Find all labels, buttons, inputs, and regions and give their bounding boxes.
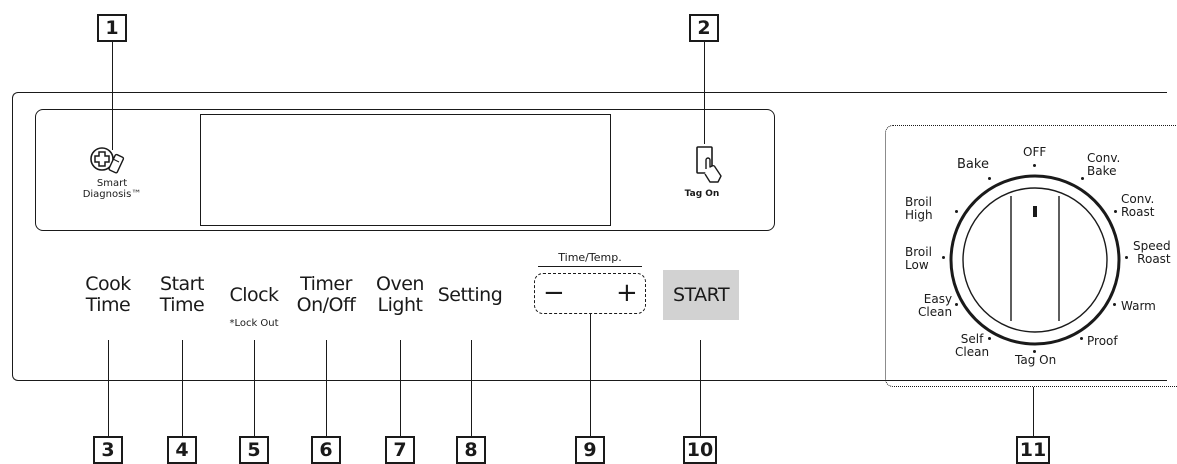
lock-out-label: *Lock Out <box>229 318 279 329</box>
cook-time-button[interactable]: Cook Time <box>85 273 131 316</box>
smart-diagnosis-label: Smart Diagnosis™ <box>82 178 142 200</box>
display-screen <box>200 114 611 226</box>
dial-dot-conv-roast <box>1114 210 1117 213</box>
dial-label-speed-roast: Speed Roast <box>1133 239 1171 266</box>
leader-line-9 <box>590 314 591 437</box>
dial-label-off: OFF <box>1023 145 1047 159</box>
dial-label-warm: Warm <box>1121 299 1156 313</box>
leader-line-6 <box>326 340 327 437</box>
callout-2: 2 <box>689 14 719 42</box>
dial-dot-bake <box>988 177 991 180</box>
leader-line-5 <box>254 340 255 437</box>
dial-dot-warm <box>1113 303 1116 306</box>
mode-knob[interactable] <box>949 174 1121 346</box>
dial-label-conv-bake: Conv. Bake <box>1087 151 1121 178</box>
callout-9: 9 <box>575 436 605 464</box>
dial-dot-tag-on <box>1033 350 1036 353</box>
leader-line-2 <box>704 42 705 144</box>
dial-label-self-clean: Self Clean <box>955 332 990 359</box>
dial-label-broil-high: Broil High <box>905 195 933 222</box>
timer-on-off-button[interactable]: Timer On/Off <box>296 273 356 316</box>
dial-dot-broil-high <box>955 210 958 213</box>
tag-on-label: Tag On <box>684 189 720 199</box>
time-temp-underline <box>538 266 642 267</box>
mode-knob-area <box>885 125 1177 387</box>
dial-label-proof: Proof <box>1087 334 1118 348</box>
callout-1: 1 <box>97 14 127 42</box>
time-temp-title: Time/Temp. <box>558 251 622 264</box>
dial-dot-conv-bake <box>1081 177 1084 180</box>
clock-button[interactable]: Clock <box>229 284 279 306</box>
callout-4: 4 <box>167 436 197 464</box>
start-button[interactable]: START <box>663 270 739 320</box>
smart-diagnosis-icon[interactable] <box>88 145 128 177</box>
start-time-button[interactable]: Start Time <box>159 273 205 316</box>
callout-6: 6 <box>311 436 341 464</box>
leader-line-11 <box>1033 387 1034 437</box>
callout-7: 7 <box>385 436 415 464</box>
dial-label-easy-clean: Easy Clean <box>918 292 953 319</box>
leader-line-1 <box>112 42 113 150</box>
leader-line-3 <box>108 340 109 437</box>
dial-label-tag-on: Tag On <box>1015 353 1057 367</box>
dial-label-bake: Bake <box>957 157 989 172</box>
dial-label-conv-roast: Conv. Roast <box>1121 192 1155 219</box>
dial-label-broil-low: Broil Low <box>905 245 932 272</box>
tag-on-icon[interactable] <box>692 145 726 185</box>
leader-line-8 <box>471 340 472 437</box>
control-panel <box>12 92 1167 381</box>
oven-light-button[interactable]: Oven Light <box>376 273 424 316</box>
dial-dot-off <box>1033 164 1036 167</box>
plus-button[interactable]: + <box>616 278 638 308</box>
leader-line-7 <box>400 340 401 437</box>
dial-dot-broil-low <box>942 256 945 259</box>
leader-line-4 <box>182 340 183 437</box>
callout-8: 8 <box>456 436 486 464</box>
minus-button[interactable]: − <box>543 278 565 308</box>
callout-3: 3 <box>93 436 123 464</box>
dial-dot-easy-clean <box>955 303 958 306</box>
callout-11: 11 <box>1016 436 1050 464</box>
dial-dot-speed-roast <box>1125 256 1128 259</box>
setting-button[interactable]: Setting <box>437 284 503 306</box>
callout-5: 5 <box>239 436 269 464</box>
leader-line-10 <box>700 340 701 437</box>
display-frame <box>35 109 775 231</box>
dial-dot-self-clean <box>988 337 991 340</box>
dial-dot-proof <box>1080 337 1083 340</box>
time-temp-pad <box>534 273 646 314</box>
callout-10: 10 <box>683 436 717 464</box>
